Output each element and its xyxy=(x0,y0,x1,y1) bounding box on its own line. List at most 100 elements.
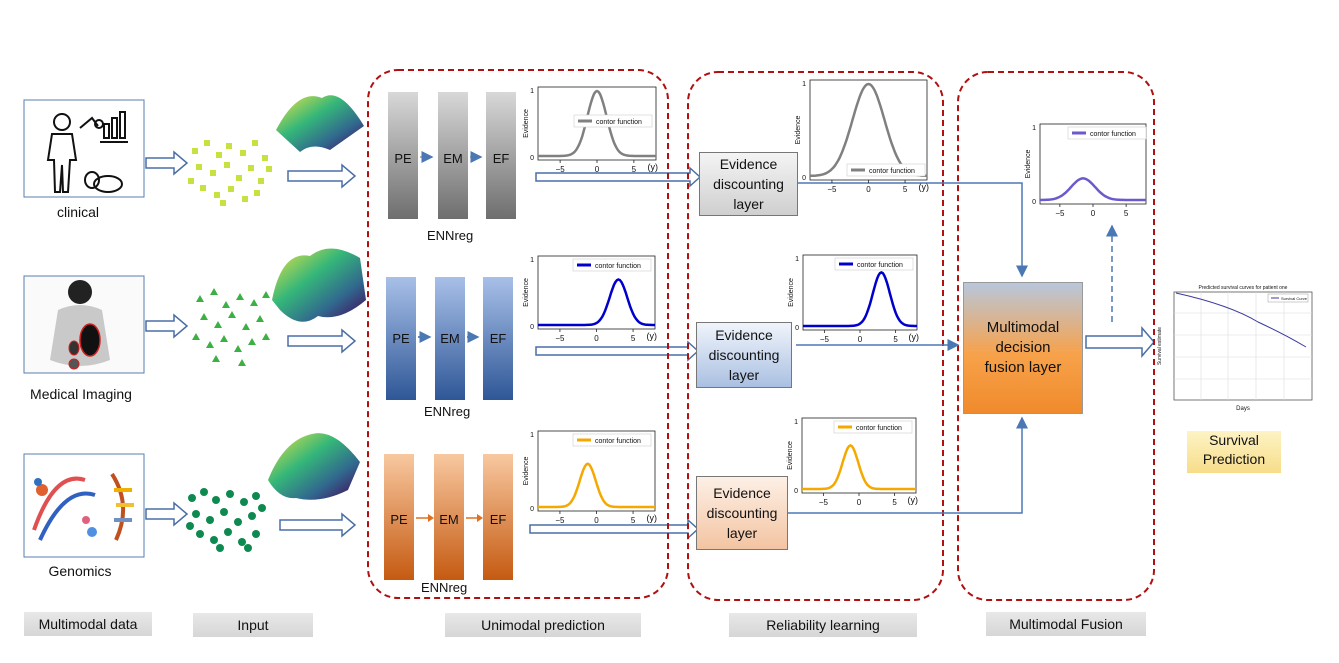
survival-line1: Survival xyxy=(1209,432,1259,448)
edl-line1: Evidence xyxy=(719,156,778,172)
y-tick-label: 0 xyxy=(530,324,534,331)
edl-line2: discounting xyxy=(706,505,778,521)
legend-box xyxy=(572,433,652,447)
legend-text: contor function xyxy=(1090,131,1136,138)
edl-line2: discounting xyxy=(708,347,780,363)
connectors xyxy=(786,182,1118,514)
x-tick-label: −5 xyxy=(1055,209,1065,218)
legend-text: contor function xyxy=(869,168,915,175)
x-tick-label: 5 xyxy=(903,185,908,194)
legend-text: contor function xyxy=(857,262,903,269)
em-label-gray: EM xyxy=(443,150,463,166)
y-tick-label: 1 xyxy=(530,257,534,264)
y-tick-label: 1 xyxy=(530,88,534,95)
edl-line2: discounting xyxy=(713,176,784,192)
y-tick-label: 1 xyxy=(795,256,799,263)
ef-label-orange: EF xyxy=(489,511,507,527)
em-label-orange: EM xyxy=(439,511,459,527)
clinical-points xyxy=(188,140,272,206)
ennreg-label-2: ENNreg xyxy=(424,404,471,419)
modality-label-imaging: Medical Imaging xyxy=(30,386,132,402)
x-tick-label: 5 xyxy=(631,516,636,525)
modality-label-genomics: Genomics xyxy=(48,563,112,579)
legend-box xyxy=(1067,126,1147,140)
x-tick-label: 0 xyxy=(866,185,871,194)
legend-text: contor function xyxy=(596,119,642,126)
x-tick-label: −5 xyxy=(555,334,565,343)
stage-label-input: Input xyxy=(193,613,313,637)
x-tick-label: 5 xyxy=(893,335,898,344)
x-axis-label: (y) xyxy=(909,332,920,342)
x-tick-label: −5 xyxy=(820,335,830,344)
y-axis-label: Evidence xyxy=(523,278,530,307)
ennreg-label-3: ENNreg xyxy=(421,580,468,595)
fusion-line1: Multimodal xyxy=(986,319,1060,336)
medical-imaging-image xyxy=(23,275,145,374)
surface-plot-clinical xyxy=(276,95,364,152)
y-tick-label: 0 xyxy=(530,506,534,513)
y-axis-label: Evidence xyxy=(787,441,794,470)
y-axis-label: Evidence xyxy=(1025,149,1032,178)
y-tick-label: 0 xyxy=(794,488,798,495)
y-tick-label: 0 xyxy=(795,325,799,332)
plot-frame xyxy=(809,79,928,181)
block-arrows xyxy=(145,150,1155,540)
x-tick-label: 5 xyxy=(631,334,636,343)
evidence-curve xyxy=(803,271,917,328)
x-tick-label: 0 xyxy=(595,165,600,174)
survival-ylabel: Survival estimate xyxy=(1157,327,1163,365)
evidence-curve xyxy=(538,89,656,158)
stage-label-multimodal-fusion: Multimodal Fusion xyxy=(986,612,1146,636)
survival-line2: Prediction xyxy=(1202,451,1266,467)
pe-label-orange: PE xyxy=(390,511,408,527)
legend-text: contor function xyxy=(595,263,641,270)
evidence-curve xyxy=(538,278,655,327)
x-axis-label: (y) xyxy=(919,182,930,192)
y-axis-label: Evidence xyxy=(788,278,795,307)
survival-chart: Survival Curve Predicted survival curves… xyxy=(1157,285,1313,412)
enn-gray-blocks xyxy=(388,92,516,219)
x-tick-label: −5 xyxy=(555,516,565,525)
ef-label-gray: EF xyxy=(492,150,510,166)
stage-label-unimodal-prediction: Unimodal prediction xyxy=(445,613,641,637)
legend-box xyxy=(572,258,652,272)
surface-plot-imaging xyxy=(272,248,366,322)
evidence-curve xyxy=(1040,177,1146,202)
ennreg-label-1: ENNreg xyxy=(427,228,474,243)
x-tick-label: −5 xyxy=(819,498,829,507)
x-tick-label: 0 xyxy=(858,335,863,344)
survival-curve xyxy=(1175,292,1307,348)
clinical-image xyxy=(23,99,145,198)
y-tick-label: 0 xyxy=(1032,199,1036,206)
legend-text: contor function xyxy=(856,425,902,432)
surface-plot-genomics xyxy=(268,433,360,500)
y-tick-label: 1 xyxy=(1032,125,1036,132)
x-axis-label: (y) xyxy=(648,162,659,172)
fusion-line3: fusion layer xyxy=(984,359,1062,376)
stage-label-multimodal-data: Multimodal data xyxy=(24,612,152,636)
x-tick-label: 0 xyxy=(594,516,599,525)
evidence-curve xyxy=(538,462,655,509)
y-axis-label: Evidence xyxy=(523,109,530,138)
y-tick-label: 0 xyxy=(802,175,806,182)
x-tick-label: 5 xyxy=(892,498,897,507)
edl-line3: layer xyxy=(733,196,764,212)
x-tick-label: 0 xyxy=(594,334,599,343)
x-tick-label: 5 xyxy=(632,165,637,174)
edl-line3: layer xyxy=(728,367,760,383)
fusion-line2: decision xyxy=(995,339,1051,356)
legend-box xyxy=(834,257,914,271)
y-tick-label: 1 xyxy=(802,81,806,88)
y-tick-label: 1 xyxy=(530,432,534,439)
legend-box xyxy=(833,420,913,434)
modality-label-clinical: clinical xyxy=(56,204,99,220)
y-tick-label: 1 xyxy=(794,419,798,426)
evidence-curve xyxy=(802,443,916,491)
em-label-blue: EM xyxy=(440,330,460,346)
survival-legend: Survival Curve xyxy=(1281,296,1308,301)
genomics-image xyxy=(23,453,145,558)
